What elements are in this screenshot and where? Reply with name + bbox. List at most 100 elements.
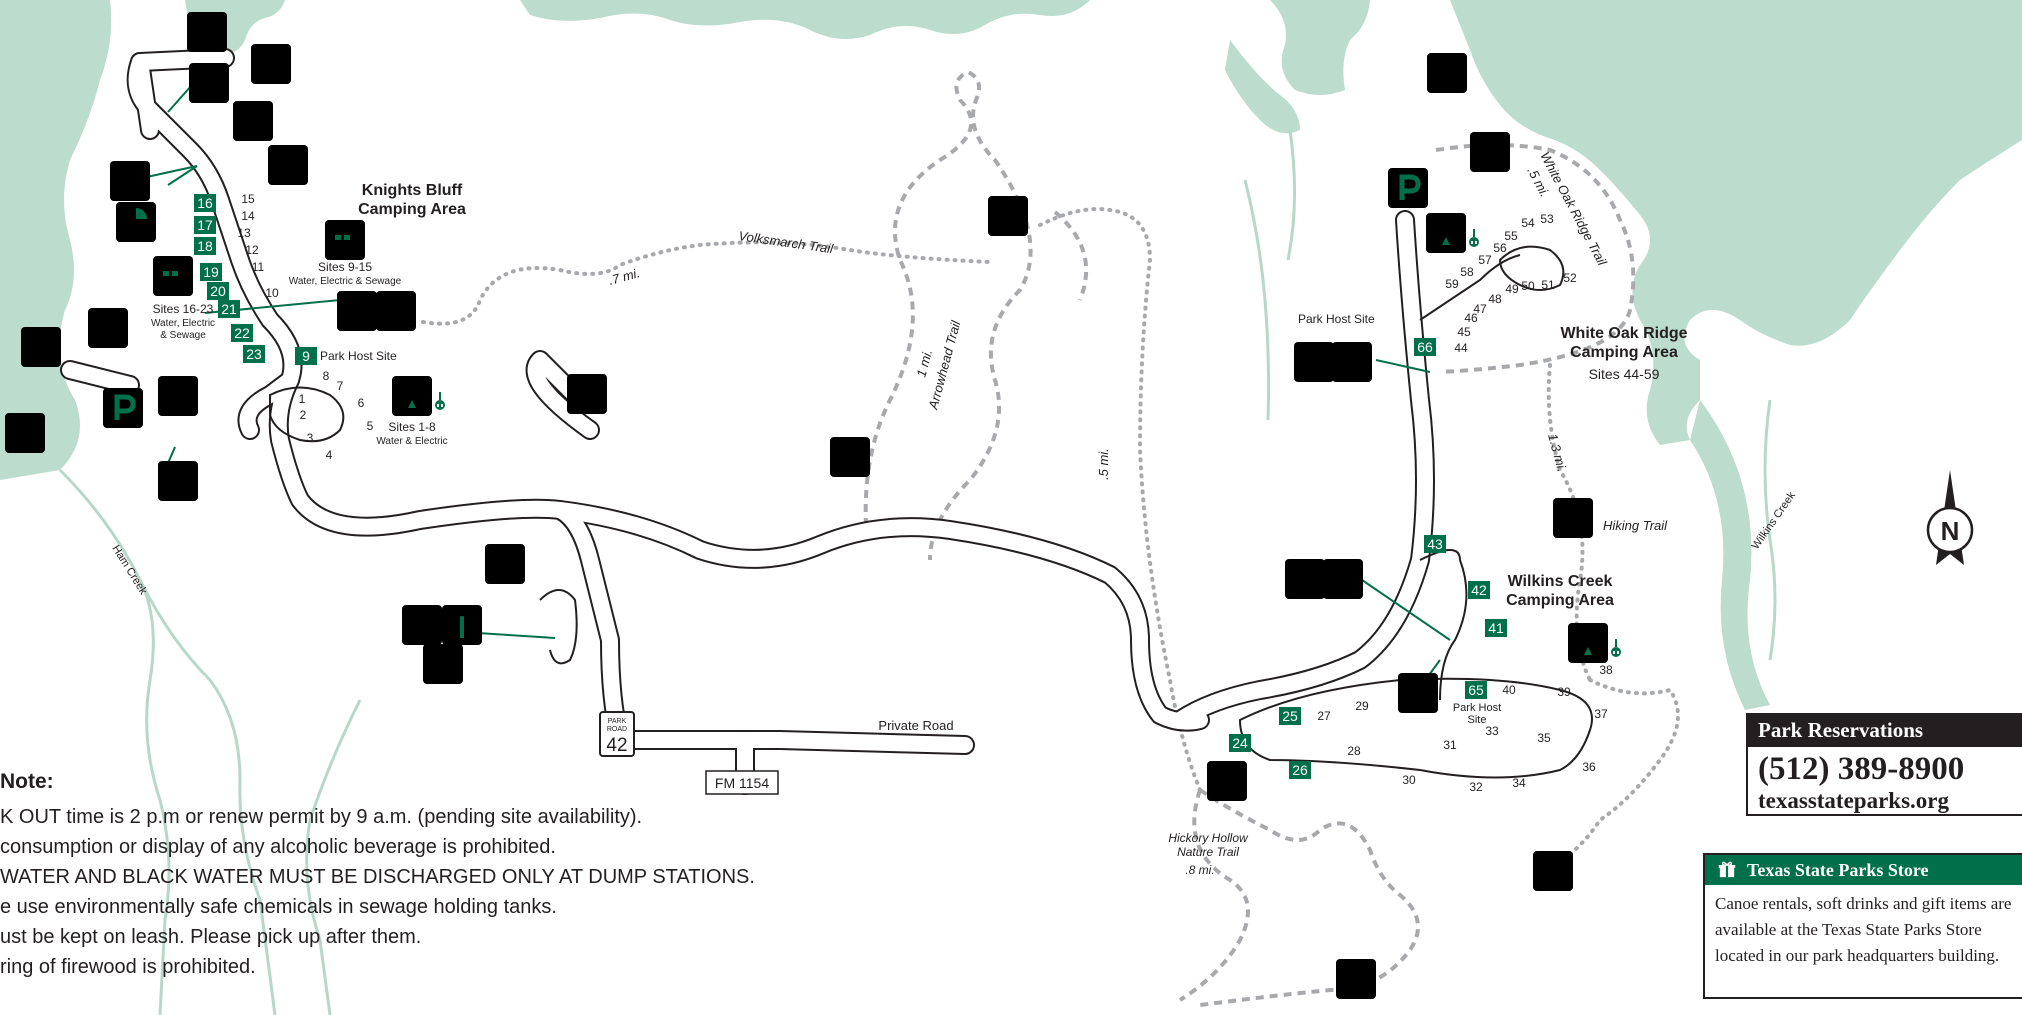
site-number: 35 [1537, 731, 1551, 745]
site-number: 6 [358, 396, 365, 410]
svg-text:FM 1154: FM 1154 [715, 775, 769, 791]
store-description: Canoe rentals, soft drinks and gift item… [1715, 894, 2012, 965]
road-labels: Private Road FM 1154 PARK ROAD 42 [599, 711, 954, 795]
hiking-icon [1553, 498, 1593, 538]
site-number: 36 [1582, 760, 1596, 774]
reservations-url[interactable]: texasstateparks.org [1758, 788, 1949, 813]
site-number-label: 23 [246, 346, 262, 362]
site-number: 15 [241, 192, 255, 206]
area-white-oak-ridge: White Oak Ridge Camping Area Sites 44-59 [1560, 325, 1687, 382]
dump-station-icon [1398, 673, 1438, 713]
rv-camping-icon [325, 220, 365, 260]
site-number: 39 [1557, 685, 1571, 699]
site-number: 33 [1485, 724, 1499, 738]
svg-text:Sites 44-59: Sites 44-59 [1589, 366, 1660, 382]
site-number-label: 26 [1292, 762, 1308, 778]
site-number: 53 [1540, 212, 1554, 226]
picnic-icon [268, 145, 308, 185]
parking-icon [1388, 168, 1428, 208]
site-number: 27 [1317, 709, 1331, 723]
gift-shop-icon [1718, 861, 1736, 878]
site-number: 59 [1445, 277, 1459, 291]
site-number: 50 [1521, 279, 1535, 293]
interpretive-icon [116, 202, 156, 242]
site-number: 4 [326, 448, 333, 462]
site-number-label: 18 [197, 238, 213, 254]
shower-icon [1323, 559, 1363, 599]
site-number: 54 [1521, 216, 1535, 230]
svg-text:Sites 16-23: Sites 16-23 [153, 302, 214, 316]
site-number-box [207, 282, 229, 300]
svg-text:42: 42 [606, 735, 627, 756]
site-number: 7 [337, 379, 344, 393]
hiking-icon [1207, 761, 1247, 801]
site-number-label: 9 [302, 348, 310, 364]
site-number-label: 43 [1427, 536, 1443, 552]
fishing-pier-icon [110, 161, 150, 201]
fm-1154-sign: FM 1154 [705, 770, 779, 795]
store-heading: Texas State Parks Store [1747, 859, 1929, 880]
svg-text:Camping Area: Camping Area [1506, 592, 1614, 609]
svg-text:Private Road: Private Road [878, 718, 953, 733]
site-number: 58 [1460, 265, 1474, 279]
site-number-box [200, 263, 222, 281]
site-number: 45 [1457, 325, 1471, 339]
restroom-icon [337, 291, 377, 331]
site-number: 46 [1464, 311, 1478, 325]
site-number-box [1468, 581, 1490, 599]
svg-text:1.3 mi.: 1.3 mi. [1545, 432, 1570, 474]
site-number-box [1289, 761, 1311, 779]
dump-station-icon [567, 374, 607, 414]
restroom-icon [423, 644, 463, 684]
svg-text:Camping Area: Camping Area [1570, 344, 1678, 361]
site-number: 14 [241, 209, 255, 223]
site-number-label: 16 [197, 195, 213, 211]
note-line: K OUT time is 2 p.m or renew permit by 9… [0, 806, 643, 828]
park-reservations-box: Park Reservations (512) 389-8900 texasst… [1746, 713, 2022, 816]
restroom-icon [1285, 559, 1325, 599]
site-number-box [1424, 535, 1446, 553]
site-number-box [218, 300, 240, 318]
site-number: 29 [1355, 699, 1369, 713]
site-number: 47 [1473, 302, 1487, 316]
playground-icon [233, 101, 273, 141]
site-number-box [194, 194, 216, 212]
svg-text:White Oak Ridge: White Oak Ridge [1560, 325, 1687, 342]
site-number-label: 41 [1488, 620, 1504, 636]
svg-text:Wilkins Creek: Wilkins Creek [1508, 573, 1613, 590]
site-number-label: 25 [1282, 708, 1298, 724]
note-heading: Note: [0, 770, 54, 793]
boat-ramp-icon [21, 327, 61, 367]
reservations-phone[interactable]: (512) 389-8900 [1758, 751, 1965, 787]
hiking-icon [830, 437, 870, 477]
svg-text:Park Host: Park Host [1453, 702, 1501, 714]
svg-text:Knights Bluff: Knights Bluff [362, 182, 463, 199]
site-number: 32 [1469, 780, 1483, 794]
star-icon [402, 605, 442, 645]
site-number-label: 20 [210, 283, 226, 299]
svg-text:Park Host Site: Park Host Site [320, 349, 397, 363]
site-number-box [1229, 734, 1251, 752]
svg-text:N: N [1941, 516, 1960, 546]
fish-cleaning-icon [88, 308, 128, 348]
svg-text:Nature Trail: Nature Trail [1177, 845, 1239, 859]
creeks [58, 129, 1777, 1015]
svg-text:Wilkins Creek: Wilkins Creek [1750, 489, 1799, 551]
svg-text:Water, Electric: Water, Electric [151, 318, 215, 329]
site-number: 38 [1599, 663, 1613, 677]
site-number-label: 19 [203, 264, 219, 280]
svg-text:Hickory Hollow: Hickory Hollow [1168, 831, 1249, 845]
area-wilkins-creek: Wilkins Creek Camping Area [1506, 573, 1614, 609]
site-number-label: 22 [234, 325, 250, 341]
site-number: 49 [1505, 282, 1519, 296]
site-number: 40 [1502, 683, 1516, 697]
swimming-icon [5, 413, 45, 453]
restroom-icon [1294, 342, 1334, 382]
site-number: 37 [1594, 707, 1608, 721]
site-number: 34 [1512, 776, 1526, 790]
site-number-label: 65 [1468, 682, 1484, 698]
note-line: consumption or display of any alcoholic … [0, 836, 556, 858]
svg-text:Sites 9-15: Sites 9-15 [318, 260, 372, 274]
